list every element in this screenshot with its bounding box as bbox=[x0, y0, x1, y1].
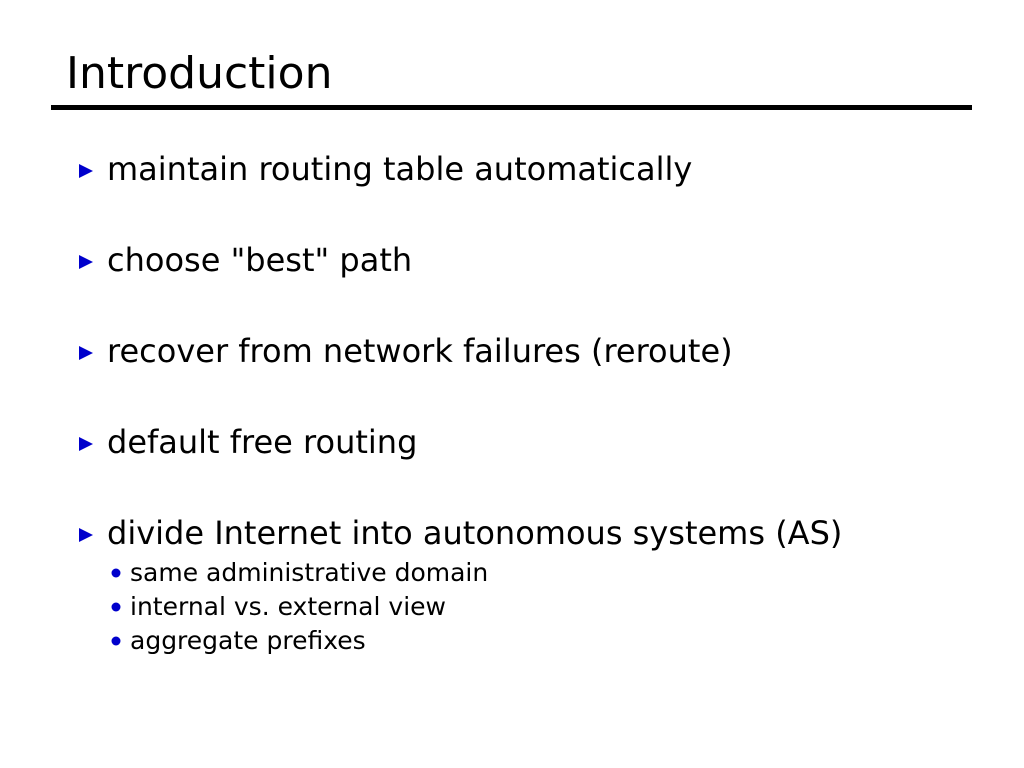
sub-bullet-item: aggregate prefixes bbox=[110, 624, 977, 658]
triangle-right-icon bbox=[77, 421, 107, 453]
bullet-text: recover from network failures (reroute) bbox=[107, 332, 733, 370]
title-divider-rule bbox=[51, 105, 972, 110]
bullet-line: maintain routing table automatically bbox=[77, 148, 977, 190]
bullet-text: default free routing bbox=[107, 423, 418, 461]
bullet-line: recover from network failures (reroute) bbox=[77, 330, 977, 372]
sub-bullet-text: internal vs. external view bbox=[130, 592, 446, 621]
page-title: Introduction bbox=[66, 48, 333, 99]
triangle-right-icon bbox=[77, 148, 107, 180]
bullet-text: choose "best" path bbox=[107, 241, 413, 279]
bullet-line: divide Internet into autonomous systems … bbox=[77, 512, 977, 554]
sub-bullet-item: internal vs. external view bbox=[110, 590, 977, 624]
bullet-list: maintain routing table automatically cho… bbox=[77, 148, 977, 658]
bullet-text: divide Internet into autonomous systems … bbox=[107, 514, 843, 552]
bullet-item: divide Internet into autonomous systems … bbox=[77, 512, 977, 658]
triangle-right-icon bbox=[77, 239, 107, 271]
sub-bullet-list: same administrative domain internal vs. … bbox=[77, 556, 977, 658]
bullet-item: choose "best" path bbox=[77, 239, 977, 330]
triangle-right-icon bbox=[77, 512, 107, 544]
sub-bullet-item: same administrative domain bbox=[110, 556, 977, 590]
dot-icon bbox=[110, 624, 130, 647]
bullet-line: default free routing bbox=[77, 421, 977, 463]
dot-icon bbox=[110, 590, 130, 613]
bullet-item: maintain routing table automatically bbox=[77, 148, 977, 239]
bullet-item: default free routing bbox=[77, 421, 977, 512]
bullet-text: maintain routing table automatically bbox=[107, 150, 693, 188]
dot-icon bbox=[110, 556, 130, 579]
bullet-line: choose "best" path bbox=[77, 239, 977, 281]
slide-title-block: Introduction bbox=[51, 46, 972, 110]
sub-bullet-text: same administrative domain bbox=[130, 558, 489, 587]
triangle-right-icon bbox=[77, 330, 107, 362]
bullet-item: recover from network failures (reroute) bbox=[77, 330, 977, 421]
sub-bullet-text: aggregate prefixes bbox=[130, 626, 366, 655]
